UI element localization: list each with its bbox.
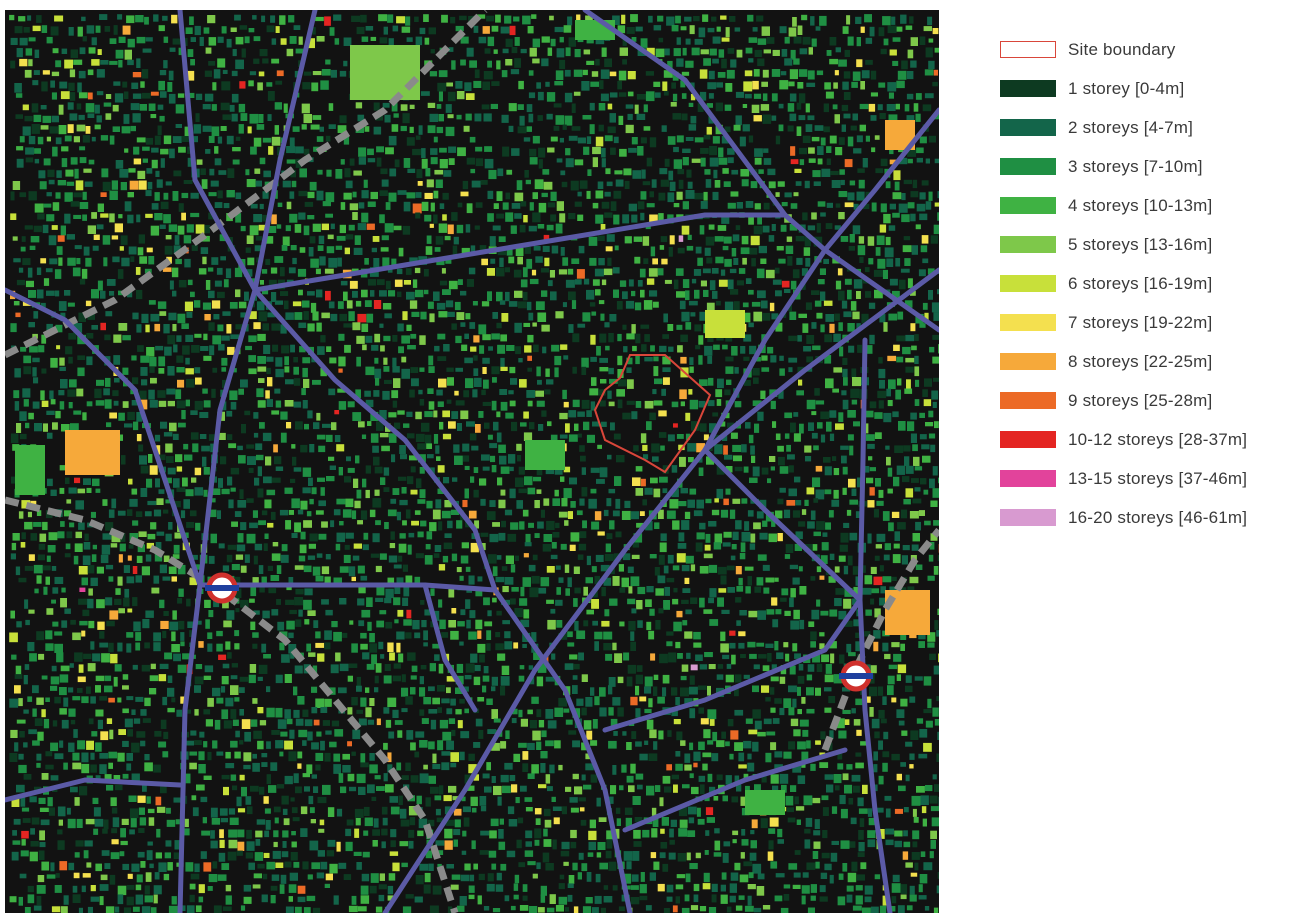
road-north-east <box>582 10 939 333</box>
legend-label: 1 storey [0-4m] <box>1068 78 1185 98</box>
height-swatch <box>1000 80 1056 97</box>
legend-item: 5 storeys [13-16m] <box>1000 225 1300 264</box>
road-south-east <box>602 597 863 733</box>
height-swatch <box>1000 353 1056 370</box>
legend-item: 6 storeys [16-19m] <box>1000 264 1300 303</box>
road-north-south-west <box>177 10 258 913</box>
road-main-diagonal <box>382 267 939 913</box>
road-north-west <box>5 287 203 588</box>
legend-label: 7 storeys [19-22m] <box>1068 312 1213 332</box>
legend-item: 1 storey [0-4m] <box>1000 69 1300 108</box>
legend-label: Site boundary <box>1068 39 1176 59</box>
legend-label: 10-12 storeys [28-37m] <box>1068 429 1248 449</box>
site-boundary <box>593 354 712 474</box>
railway-line-south-west <box>5 496 459 913</box>
railway-line-east <box>821 527 939 752</box>
height-swatch <box>1000 392 1056 409</box>
legend-item: 10-12 storeys [28-37m] <box>1000 420 1300 459</box>
road-east-branch <box>702 447 863 603</box>
legend-label: 3 storeys [7-10m] <box>1068 156 1203 176</box>
site-boundary-layer[interactable] <box>593 354 712 474</box>
road-east-vertical <box>857 337 893 913</box>
building-height-map[interactable] <box>5 10 939 913</box>
legend-item: 13-15 storeys [37-46m] <box>1000 459 1300 498</box>
legend-item: 8 storeys [22-25m] <box>1000 342 1300 381</box>
map-legend: Site boundary 1 storey [0-4m] 2 storeys [4… <box>1000 30 1300 537</box>
legend-label: 9 storeys [25-28m] <box>1068 390 1213 410</box>
height-swatch <box>1000 158 1056 175</box>
legend-label: 16-20 storeys [46-61m] <box>1068 507 1248 527</box>
site-boundary-swatch <box>1000 41 1056 58</box>
height-swatch <box>1000 119 1056 136</box>
height-swatch <box>1000 470 1056 487</box>
legend-item: 9 storeys [25-28m] <box>1000 381 1300 420</box>
height-swatch <box>1000 197 1056 214</box>
height-swatch <box>1000 431 1056 448</box>
height-swatch <box>1000 236 1056 253</box>
road-west-loop <box>422 582 478 713</box>
road-station-east <box>197 582 498 593</box>
legend-label: 5 storeys [13-16m] <box>1068 234 1213 254</box>
height-swatch <box>1000 314 1056 331</box>
underground-roundel-icon[interactable] <box>839 660 873 692</box>
road-ne-diagonal <box>702 107 939 453</box>
road-south-west <box>5 777 183 803</box>
height-swatch <box>1000 509 1056 526</box>
map-canvas[interactable] <box>5 10 939 913</box>
railway-lines-layer <box>5 10 939 913</box>
legend-item: Site boundary <box>1000 30 1300 69</box>
legend-label: 13-15 storeys [37-46m] <box>1068 468 1248 488</box>
main-roads-layer <box>5 10 939 913</box>
legend-label: 2 storeys [4-7m] <box>1068 117 1194 137</box>
legend-item: 16-20 storeys [46-61m] <box>1000 498 1300 537</box>
road-central-diagonal <box>252 287 633 913</box>
legend-item: 4 storeys [10-13m] <box>1000 186 1300 225</box>
legend-label: 8 storeys [22-25m] <box>1068 351 1213 371</box>
legend-label: 4 storeys [10-13m] <box>1068 195 1213 215</box>
legend-label: 6 storeys [16-19m] <box>1068 273 1213 293</box>
underground-roundel-icon[interactable] <box>205 572 239 604</box>
legend-item: 2 storeys [4-7m] <box>1000 108 1300 147</box>
road-east-west-upper <box>252 212 788 293</box>
legend-item: 7 storeys [19-22m] <box>1000 303 1300 342</box>
legend-item: 3 storeys [7-10m] <box>1000 147 1300 186</box>
railway-line-north <box>5 10 488 359</box>
height-swatch <box>1000 275 1056 292</box>
road-south <box>622 747 848 833</box>
road-diagonal-north <box>252 10 318 293</box>
